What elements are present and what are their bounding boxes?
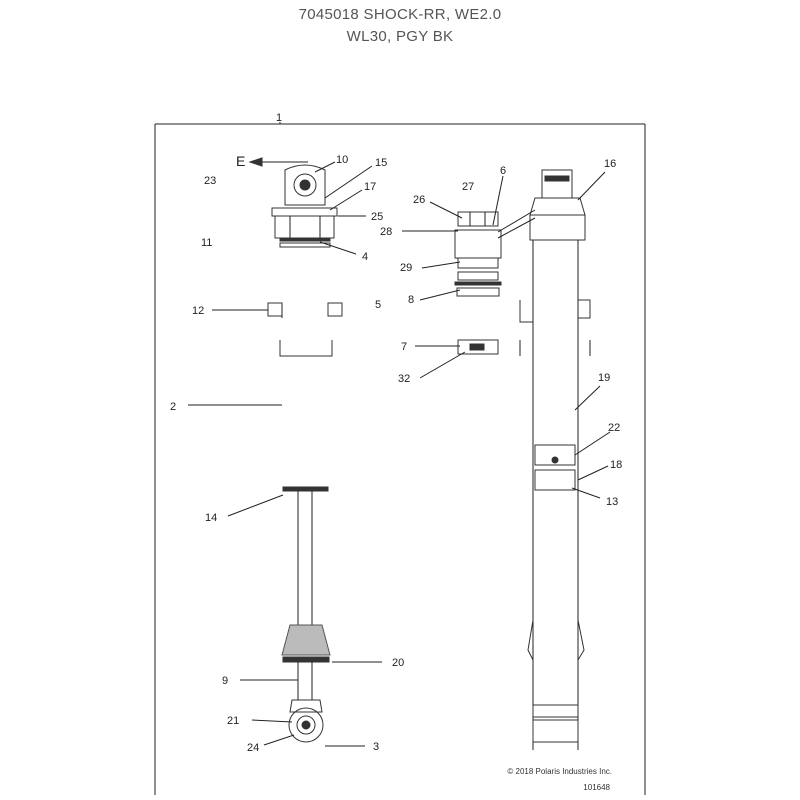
callout-23: 23 <box>204 175 216 187</box>
callout-17: 17 <box>364 181 376 193</box>
callout-19: 19 <box>598 372 610 384</box>
callout-13: 13 <box>606 496 618 508</box>
shock-body-tube <box>497 169 591 750</box>
figure-id: 101648 <box>583 783 610 792</box>
callout-5: 5 <box>375 299 381 311</box>
view-marker: E <box>236 153 245 169</box>
diagram-title: 7045018 SHOCK-RR, WE2.0 <box>298 6 502 23</box>
assembly-bracket <box>154 123 646 795</box>
copyright-text: © 2018 Polaris Industries Inc. <box>507 767 612 776</box>
reservoir-cap-assembly <box>271 164 338 248</box>
callout-3: 3 <box>373 741 379 753</box>
leader-lines <box>188 122 611 747</box>
callout-27: 27 <box>462 181 474 193</box>
callout-20: 20 <box>392 657 404 669</box>
callout-6: 6 <box>500 165 506 177</box>
callout-18: 18 <box>610 459 622 471</box>
view-arrow: E <box>236 153 308 169</box>
callout-29: 29 <box>400 262 412 274</box>
callout-24: 24 <box>247 742 259 754</box>
callout-10: 10 <box>336 154 348 166</box>
callout-26: 26 <box>413 194 425 206</box>
callout-1: 1 <box>276 112 282 124</box>
callout-25: 25 <box>371 211 383 223</box>
callout-22: 22 <box>608 422 620 434</box>
callout-2: 2 <box>170 401 176 413</box>
diagram-subtitle: WL30, PGY BK <box>346 28 454 45</box>
piston-valving-stack <box>454 211 502 355</box>
callout-11: 11 <box>201 237 212 249</box>
callout-14: 14 <box>205 512 217 524</box>
callout-21: 21 <box>227 715 239 727</box>
callout-16: 16 <box>604 158 616 170</box>
callout-4: 4 <box>362 251 368 263</box>
callout-9: 9 <box>222 675 228 687</box>
callout-28: 28 <box>380 226 392 238</box>
callout-7: 7 <box>401 341 407 353</box>
shock-shaft-assembly <box>281 486 331 743</box>
callout-32: 32 <box>398 373 410 385</box>
callout-8: 8 <box>408 294 414 306</box>
reservoir-body <box>267 302 343 357</box>
callout-15: 15 <box>375 157 387 169</box>
callout-labels: 1 2 3 4 5 6 7 8 9 10 11 12 13 14 15 16 1… <box>170 112 622 754</box>
callout-12: 12 <box>192 305 204 317</box>
